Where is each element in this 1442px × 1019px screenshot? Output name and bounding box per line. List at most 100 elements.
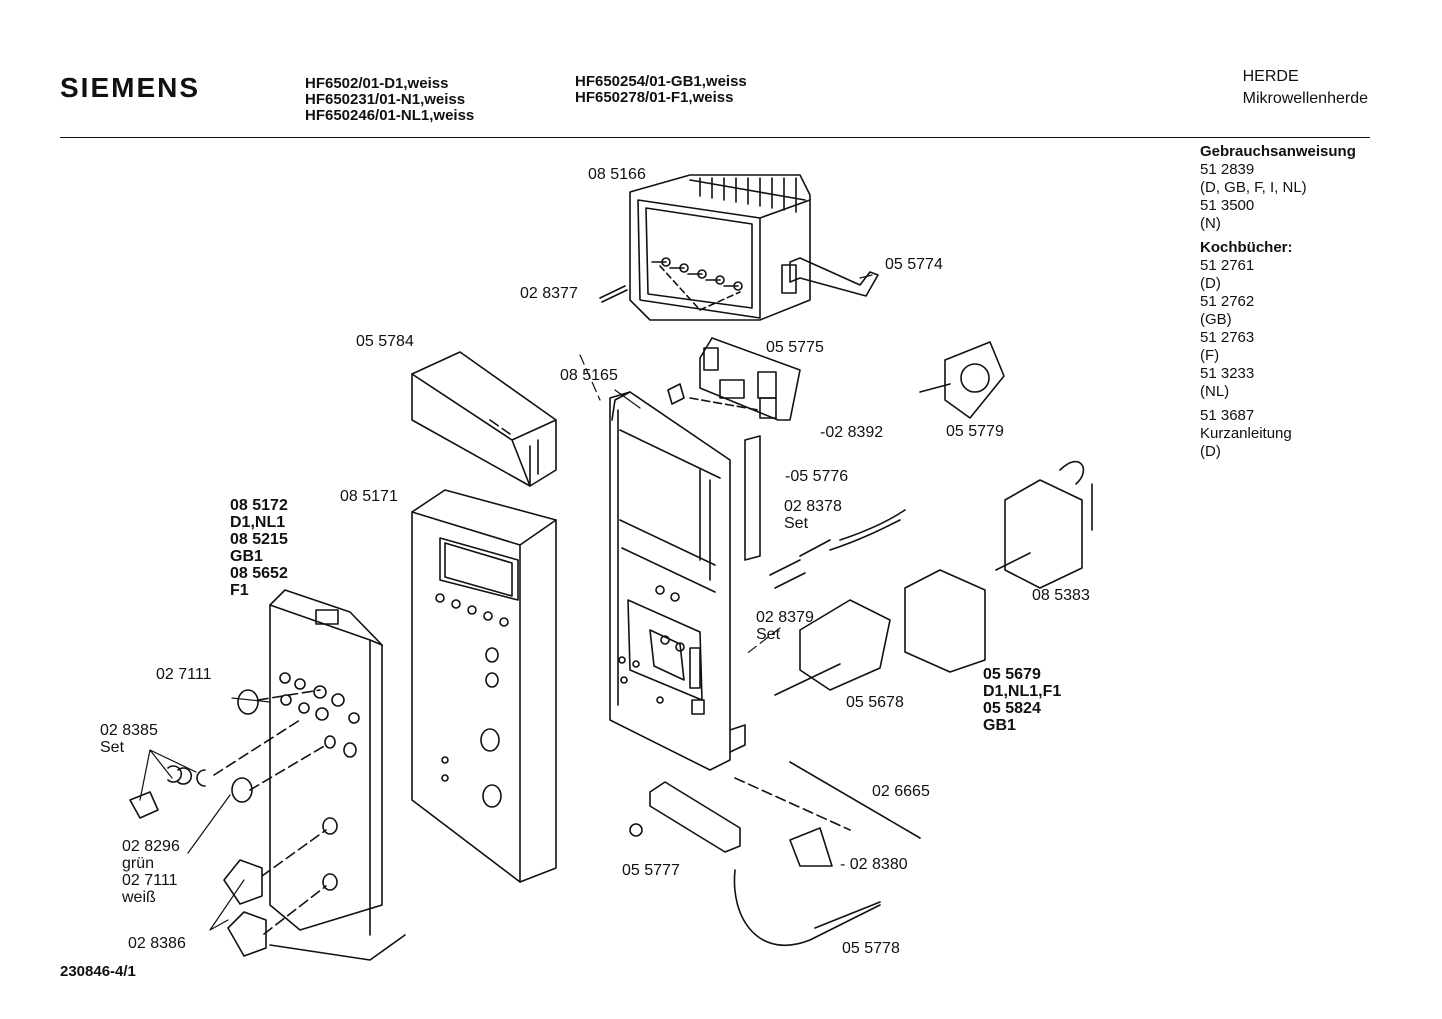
part-label: 05 5784 [356,333,414,350]
lamp-cover [411,351,557,487]
category-title: HERDE [1242,68,1299,85]
sidebar-entry: 51 3687 [1200,407,1255,424]
part-label: 05 5678 [846,694,904,711]
part-label-line: 02 6665 [872,783,930,800]
part-label-line: 02 7111 [122,872,178,889]
category-block: HERDE Mikrowellenherde [1243,66,1368,110]
part-label: 05 5779 [946,423,1004,440]
part-label: 02 8377 [520,285,578,302]
brand-logo: SIEMENS [60,72,201,103]
sidebar-entry: 51 3233 [1200,365,1255,382]
sidebar-entry: 51 2761 [1200,257,1255,274]
model-list-1: HF6502/01-D1,weiss HF650231/01-N1,weiss … [305,76,474,124]
sidebar-entry: (D) [1200,275,1221,292]
sidebar-entry: (NL) [1200,383,1230,400]
sidebar-entry: (D, GB, F, I, NL) [1200,179,1307,196]
part-label: 02 8386 [128,935,186,952]
part-label-line: Set [756,626,781,643]
part-label-line: D1,NL1 [230,514,286,531]
part-label-line: 02 8379 [756,609,814,626]
part-label-line: GB1 [230,548,263,565]
part-label-line: - 02 8380 [840,856,908,873]
leader-lines [139,274,873,931]
part-label-line: 05 5679 [983,666,1041,683]
part-label-line: 08 5165 [560,367,618,384]
part-label-line: 05 5779 [946,423,1004,440]
model-item: HF650278/01-F1,weiss [575,89,734,106]
sidebar-entry: 51 3500 [1200,197,1255,214]
part-label-line: D1,NL1,F1 [983,683,1062,700]
part-label-line: 08 5383 [1032,587,1090,604]
part-label-line: 02 8377 [520,285,578,302]
sidebar-entry: (F) [1200,347,1220,364]
part-label-line: Set [100,739,125,756]
part-label-line: 05 5824 [983,700,1041,717]
thermostat [919,341,1005,419]
sidebar-entry: 51 2839 [1200,161,1255,178]
part-label-line: 08 5172 [230,497,288,514]
sidebar-entry: Kurzanleitung [1200,425,1292,442]
model-item: HF650254/01-GB1,weiss [575,73,747,90]
part-label-line: 02 7111 [156,666,212,683]
part-label: -05 5776 [785,468,848,485]
lower-parts [629,761,921,946]
part-label: 05 5774 [885,256,943,273]
part-label: -02 8392 [820,424,883,441]
part-label-line: weiß [122,889,156,906]
category-subtitle: Mikrowellenherde [1242,90,1368,107]
part-label: 02 6665 [872,783,930,800]
part-label-line: Set [784,515,809,532]
part-label-line: -05 5776 [785,468,849,485]
model-list-2: HF650254/01-GB1,weiss HF650278/01-F1,wei… [575,74,747,106]
part-label-line: 05 5775 [766,339,824,356]
part-label-line: grün [122,855,155,872]
sidebar-entry: Kochbücher: [1200,239,1293,256]
part-label-line: 08 5171 [340,488,398,505]
sidebar-entry: Gebrauchsanweisung [1200,143,1356,160]
part-label: 08 5166 [588,166,646,183]
part-label: 05 5775 [766,339,824,356]
part-label-line: 05 5777 [622,862,680,879]
sidebar-entry: (N) [1200,215,1221,232]
part-label-line: 08 5652 [230,565,288,582]
model-item: HF650231/01-N1,weiss [305,91,466,108]
display-module [599,174,879,321]
front-panel [269,589,406,961]
part-label: - 02 8380 [840,856,908,873]
part-label-line: 05 5774 [885,256,943,273]
part-label-line: 02 8378 [784,498,842,515]
front-frame [411,489,557,883]
part-label: 05 5778 [842,940,900,957]
part-label-line: -02 8392 [820,424,884,441]
part-label-line: 08 5166 [588,166,646,183]
switch-assemblies [769,460,1093,696]
control-board [667,337,801,421]
part-label: 08 5165 [560,367,618,384]
sidebar-entry: 51 2762 [1200,293,1255,310]
sidebar-entry: (D) [1200,443,1221,460]
header-divider [60,137,1370,138]
part-label-line: 05 5784 [356,333,414,350]
part-label-line: 05 5678 [846,694,904,711]
part-label-line: 02 8296 [122,838,180,855]
drawing-number: 230846-4/1 [60,963,136,980]
model-item: HF650246/01-NL1,weiss [305,107,475,124]
model-item: HF6502/01-D1,weiss [305,75,449,92]
part-label-line: 02 8385 [100,722,158,739]
part-label-line: 02 8386 [128,935,186,952]
part-label: 05 5777 [622,862,680,879]
part-label-line: 08 5215 [230,531,288,548]
part-label-line: F1 [230,582,249,599]
chassis-frame [609,391,761,771]
part-label: 08 5171 [340,488,398,505]
sidebar-entry: (GB) [1200,311,1232,328]
part-label-line: GB1 [983,717,1016,734]
